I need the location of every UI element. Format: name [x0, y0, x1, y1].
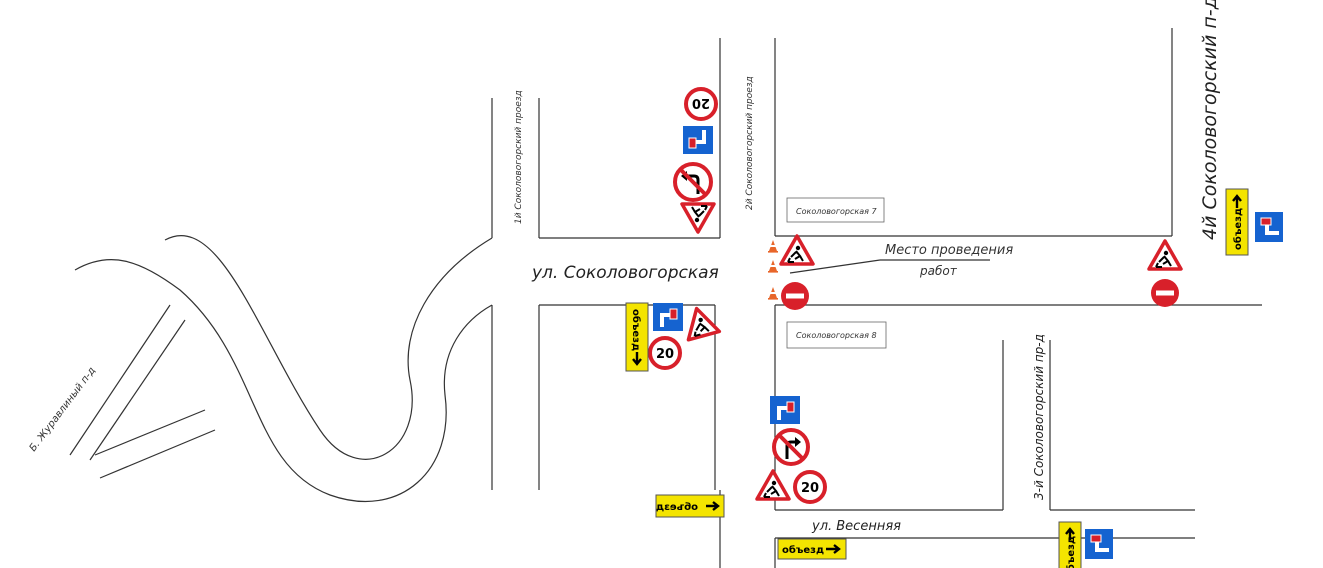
detour-sign: объезд [777, 538, 847, 560]
svg-text:Соколовогорская 7: Соколовогорская 7 [796, 207, 877, 216]
road-works-sign [779, 234, 815, 266]
svg-text:объезд: объезд [782, 544, 824, 556]
detour-sign: объезд [1058, 521, 1082, 568]
svg-text:20: 20 [801, 481, 819, 496]
street-label-vesennyaya: ул. Весенняя [811, 519, 901, 534]
street-label-zhuravlinyi: Б. Журавлиный п-д [28, 365, 98, 453]
worksite-label-line1: Место проведения [885, 243, 1013, 258]
detour-sign: объезд [625, 302, 649, 372]
svg-text:объезд: объезд [1065, 536, 1077, 568]
no-entry-sign [781, 282, 809, 310]
street-label-pr3: 3-й Соколовогорский пр-д [1032, 334, 1046, 500]
building-label-7: Соколовогорская 7 [786, 197, 885, 223]
no-right-turn-sign [772, 428, 810, 466]
road-network [69, 28, 1262, 568]
worksite-label-line2: работ [919, 264, 958, 278]
detour-sign: объезд [1225, 188, 1249, 256]
road-works-sign [680, 202, 716, 234]
road-works-sign [679, 302, 722, 342]
dead-end-sign [1084, 528, 1114, 560]
svg-text:объезд: объезд [1232, 208, 1244, 250]
traffic-cones [768, 240, 778, 300]
street-label-pr1: 1й Соколовогорский проезд [514, 90, 524, 224]
dead-end-sign [682, 125, 714, 155]
detour-sign: объезд [655, 494, 725, 518]
svg-text:20: 20 [692, 95, 710, 110]
street-label-main: ул. Соколовогорская [531, 263, 719, 283]
street-label-pr4: 4й Соколовогорский п-д [1199, 0, 1221, 240]
no-entry-sign [1151, 279, 1179, 307]
dead-end-sign [1254, 211, 1284, 243]
building-label-8: Соколовогорская 8 [786, 321, 887, 349]
svg-text:объезд: объезд [630, 309, 642, 351]
svg-text:Соколовогорская 8: Соколовогорская 8 [796, 331, 877, 340]
dead-end-sign [652, 302, 684, 332]
svg-text:20: 20 [656, 347, 674, 362]
speed-limit-sign: 20 [648, 336, 682, 370]
street-labels: ул. Соколовогорская ул. Весенняя 1й Соко… [28, 0, 1221, 534]
road-works-sign [1147, 239, 1183, 271]
dead-end-sign [769, 395, 801, 425]
speed-limit-sign: 20 [684, 87, 718, 121]
street-label-pr2: 2й Соколовогорский проезд [745, 76, 755, 210]
no-left-turn-sign [673, 162, 713, 202]
speed-limit-sign: 20 [793, 470, 827, 504]
road-works-sign [755, 469, 791, 501]
svg-text:объезд: объезд [656, 501, 698, 513]
